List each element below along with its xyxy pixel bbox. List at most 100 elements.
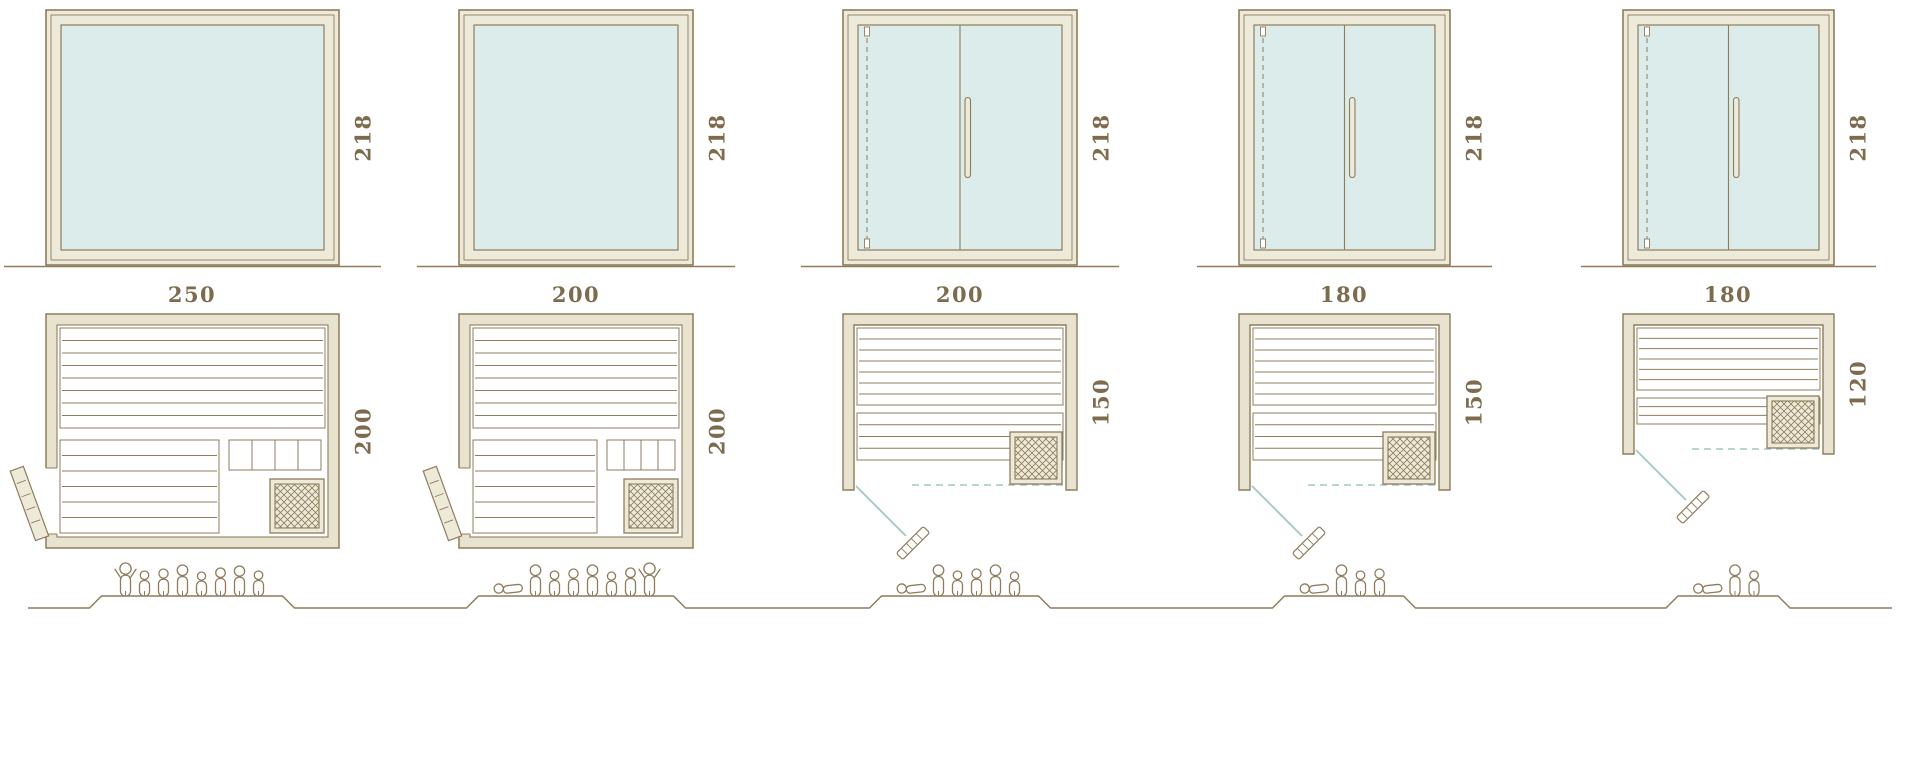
door-opening — [457, 468, 472, 534]
lower-bench — [472, 439, 598, 534]
dimension-label: 218 — [705, 113, 730, 161]
dimension-label: 150 — [1089, 378, 1114, 426]
person-icon — [1748, 570, 1760, 597]
person-icon — [529, 564, 542, 597]
open-door-leaf — [896, 526, 930, 560]
lower-bench — [59, 439, 219, 534]
person-icon — [586, 564, 599, 597]
width-label: 200 — [551, 282, 601, 307]
person-icon — [157, 568, 170, 597]
hinge-top-icon — [1259, 26, 1266, 37]
person-icon — [567, 568, 580, 597]
heater — [623, 478, 679, 534]
door-leaf — [422, 465, 463, 542]
elevation-drawing: 218 — [1580, 9, 1876, 268]
model-column-1: 218 250 200 — [0, 0, 384, 576]
upper-bench — [59, 327, 325, 429]
door-swing-line — [855, 485, 907, 537]
person-icon — [1373, 568, 1386, 597]
person-icon — [114, 562, 137, 597]
upper-bench — [1252, 327, 1436, 406]
person-icon — [233, 565, 246, 597]
person-icon — [1008, 571, 1021, 597]
plan-drawing: 120 — [1621, 313, 1870, 524]
plan-figure: 120 — [1581, 313, 1876, 540]
hinge-top-icon — [864, 26, 870, 37]
person-icon — [624, 567, 637, 597]
person-icon — [548, 570, 561, 597]
heater — [1765, 395, 1820, 449]
elevation-figure: 218 — [417, 8, 735, 271]
person-icon — [138, 570, 151, 597]
person-icon — [970, 568, 983, 597]
elevation-figure: 218 — [3, 8, 381, 271]
plan-u-wall — [1621, 313, 1835, 455]
person-icon — [951, 570, 964, 597]
bench-headrest — [606, 439, 676, 471]
dimension-label: 200 — [350, 407, 375, 455]
frame-inner-line — [50, 14, 334, 261]
glass-panel — [59, 24, 325, 251]
person-icon — [1729, 564, 1741, 597]
person-icon — [605, 571, 618, 597]
door-swing-line — [1634, 449, 1687, 501]
door-leaf — [8, 465, 49, 542]
door-handle — [1732, 96, 1740, 179]
plan-drawing: 200 — [8, 313, 375, 549]
door-handle — [1348, 96, 1356, 179]
plan-drawing: 200 — [422, 313, 730, 549]
person-reclined-icon — [493, 583, 523, 594]
person-reclined-icon — [1299, 583, 1329, 594]
person-icon — [1354, 570, 1367, 597]
glass-panel — [473, 24, 679, 251]
hinge-top-icon — [1643, 26, 1650, 37]
plan-figure: 150 — [801, 313, 1119, 576]
plan-u-wall — [842, 313, 1078, 491]
dimension-label: 218 — [350, 113, 375, 161]
dimension-label: 218 — [1089, 113, 1114, 161]
frame-inner-line — [847, 14, 1073, 261]
elevation-drawing: 218 — [417, 9, 735, 268]
dimension-label: 150 — [1461, 378, 1486, 426]
model-column-4: 218 180 150 — [1152, 0, 1536, 576]
model-columns: 218 250 200 218 200 200 218 200 150 218 … — [0, 0, 1920, 576]
ground-line — [28, 595, 1892, 609]
plan-u-wall — [1237, 313, 1451, 491]
plan-figure: 200 — [4, 313, 381, 567]
width-label: 250 — [167, 282, 217, 307]
heater — [1009, 431, 1063, 485]
heater — [1381, 431, 1436, 485]
capacity-ground — [28, 562, 1892, 609]
open-door-leaf — [1292, 526, 1325, 560]
model-column-2: 218 200 200 — [384, 0, 768, 576]
upper-bench — [472, 327, 680, 429]
person-icon — [176, 564, 189, 597]
open-door-leaf — [1676, 490, 1709, 524]
plan-drawing: 150 — [842, 313, 1114, 560]
model-column-3: 218 200 150 — [768, 0, 1152, 576]
elevation-drawing: 218 — [801, 9, 1119, 268]
frame-inner-line — [1243, 14, 1445, 261]
door-handle — [964, 96, 972, 179]
hinge-bottom-icon — [864, 238, 870, 249]
door-opening — [44, 468, 58, 534]
plan-drawing: 150 — [1237, 313, 1486, 560]
person-icon — [214, 567, 227, 597]
plan-figure: 150 — [1197, 313, 1492, 576]
heater — [268, 478, 325, 534]
person-icon — [989, 564, 1002, 597]
bench-headrest — [228, 439, 321, 471]
person-icon — [195, 571, 208, 597]
model-column-5: 218 180 120 — [1536, 0, 1920, 576]
frame-inner-line — [463, 14, 689, 261]
hinge-bottom-icon — [1259, 238, 1266, 249]
person-reclined-icon — [1692, 583, 1723, 594]
upper-bench — [856, 327, 1064, 406]
elevation-figure: 218 — [1580, 8, 1876, 271]
frame-inner-line — [1627, 14, 1829, 261]
dimension-label: 120 — [1845, 360, 1870, 408]
elevation-figure: 218 — [801, 8, 1119, 271]
width-label: 180 — [1703, 282, 1753, 307]
person-icon — [1335, 564, 1348, 597]
